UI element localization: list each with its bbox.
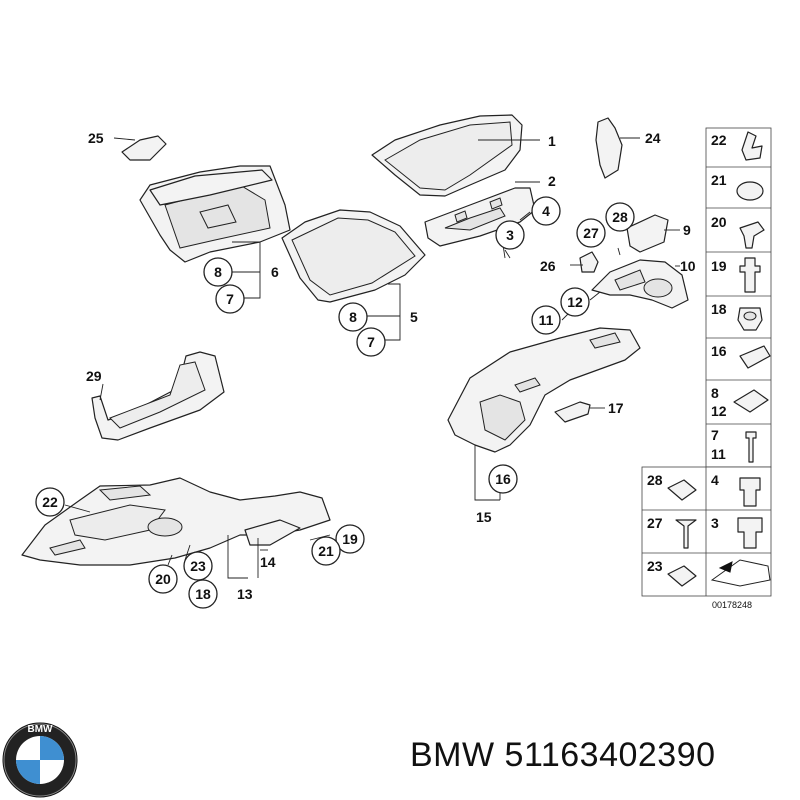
callout-14: 14 (260, 554, 276, 570)
legend-27: 27 (647, 515, 663, 531)
part-26-clip (579, 251, 599, 273)
callout-3: 3 (506, 227, 514, 243)
part-13-lower-trim (21, 477, 331, 566)
callout-8a: 8 (214, 264, 222, 280)
legend-16: 16 (711, 343, 727, 359)
callout-10: 10 (680, 258, 696, 274)
screw-27-icon (675, 519, 697, 549)
parts-legend-lower: 28 4 27 3 23 00178248 (641, 466, 772, 610)
callout-11: 11 (539, 312, 554, 328)
legend-28: 28 (647, 472, 663, 488)
clip-nut-28-icon (667, 479, 697, 501)
callout-23: 23 (190, 558, 206, 574)
circled-callouts: 8 7 8 7 3 4 28 27 12 11 16 22 20 23 18 1… (35, 196, 635, 609)
legend-20: 20 (711, 214, 727, 230)
drawing-number: 00178248 (712, 600, 752, 610)
brand-name: BMW (410, 736, 495, 774)
push-clip-20-icon (739, 221, 765, 249)
callout-20: 20 (155, 571, 171, 587)
callout-6: 6 (271, 264, 279, 280)
parts-legend: 22 21 20 19 18 16 8 12 7 11 (705, 127, 772, 468)
callout-29: 29 (86, 368, 102, 384)
part-number: 51163402390 (504, 736, 716, 774)
callout-8b: 8 (349, 309, 357, 325)
screw-7-icon (745, 431, 757, 463)
legend-8: 8 (711, 385, 719, 401)
brand-title: BMW 51163402390 (410, 736, 716, 775)
legend-21: 21 (711, 172, 727, 188)
callout-1: 1 (548, 133, 556, 149)
legend-11: 11 (711, 446, 726, 462)
part-9-panel (626, 214, 669, 253)
callout-21: 21 (318, 543, 334, 559)
part-10-vent-housing (591, 259, 689, 309)
legend-18: 18 (711, 301, 727, 317)
bmw-logo-text: BMW (28, 724, 54, 735)
legend-22: 22 (711, 132, 727, 148)
callout-16: 16 (495, 471, 511, 487)
callout-19: 19 (342, 531, 358, 547)
legend-12: 12 (711, 403, 727, 419)
callout-22: 22 (42, 494, 58, 510)
callout-labels: 25 1 2 24 9 10 26 6 5 17 29 15 14 13 (86, 130, 696, 602)
part-25-clip (113, 135, 167, 161)
callout-13: 13 (237, 586, 253, 602)
callout-7b: 7 (367, 334, 375, 350)
callout-17: 17 (608, 400, 624, 416)
pin-19-icon (739, 257, 761, 293)
part-17-clip (554, 401, 605, 423)
callout-15: 15 (476, 509, 492, 525)
rivet-21-icon (736, 181, 764, 201)
bolt-3-icon (737, 517, 763, 549)
legend-3: 3 (711, 515, 719, 531)
part-29-support (91, 351, 225, 441)
part-2-bracket (424, 187, 536, 247)
callout-12: 12 (567, 294, 583, 310)
callout-28: 28 (612, 209, 628, 225)
legend-23: 23 (647, 558, 663, 574)
callout-9: 9 (683, 222, 691, 238)
leader-lines (64, 139, 680, 579)
callout-24: 24 (645, 130, 661, 146)
clip-nut-8-icon (733, 389, 769, 413)
legend-19: 19 (711, 258, 727, 274)
arrow-graphic-icon (710, 559, 771, 587)
part-15-side-trim (447, 327, 641, 453)
callout-2: 2 (548, 173, 556, 189)
part-1-lid (371, 114, 523, 197)
callout-4: 4 (542, 203, 550, 219)
clip-nut-23-icon (667, 565, 697, 587)
callout-5: 5 (410, 309, 418, 325)
bmw-logo: BMW (2, 722, 78, 798)
callout-18: 18 (195, 586, 211, 602)
bolt-4-icon (739, 477, 761, 507)
part-5-door (281, 209, 426, 303)
clip-22-icon (741, 131, 763, 161)
callout-25: 25 (88, 130, 104, 146)
part-24-cover (595, 117, 640, 179)
legend-7: 7 (711, 427, 719, 443)
callout-26: 26 (540, 258, 556, 274)
callout-7a: 7 (226, 291, 234, 307)
legend-4: 4 (711, 472, 719, 488)
nut-16-icon (739, 345, 771, 369)
part-6-housing (139, 165, 291, 263)
callout-27: 27 (583, 225, 599, 241)
